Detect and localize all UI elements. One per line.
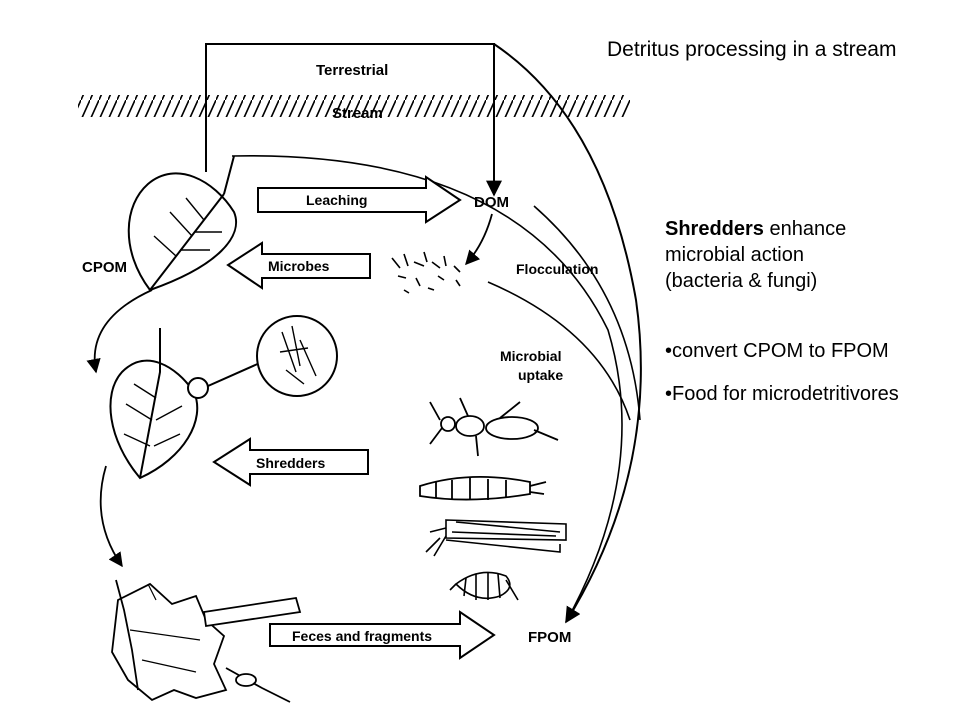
cpom-to-leaf2-arrow [86, 289, 153, 374]
leaf-icon [127, 155, 237, 292]
terrestrial-input-line [205, 43, 502, 197]
notes-bullet-1: •convert CPOM to FPOM [665, 340, 889, 362]
label-shredders: Shredders [256, 455, 325, 471]
label-stream: Stream [332, 105, 383, 122]
slide-title: Detritus processing in a stream [607, 38, 897, 61]
label-flocculation: Flocculation [516, 261, 598, 277]
label-fpom: FPOM [528, 629, 571, 646]
terrestrial-to-fpom-curve [493, 43, 642, 624]
leaching-arrow [257, 175, 462, 224]
magnifier-circle-icon [207, 315, 338, 397]
label-dom: DOM [474, 194, 509, 211]
notes-bullet-2: •Food for microdetritivores [665, 383, 899, 405]
notes-bold-term: Shredders [665, 218, 764, 240]
notes-line-2: microbial action [665, 244, 804, 266]
particles-icon [391, 251, 461, 294]
amphipod-icon [449, 571, 519, 601]
label-microbes: Microbes [268, 258, 330, 274]
leaf-icon [109, 328, 209, 480]
label-leaching: Leaching [306, 192, 367, 208]
flocculation-curve [533, 205, 641, 421]
label-microbial: Microbial [500, 348, 561, 364]
larva-icon [419, 475, 547, 501]
label-feces-fragments: Feces and fragments [292, 628, 432, 644]
caddisfly-icon [425, 519, 567, 557]
notes-spacer [665, 294, 899, 334]
label-uptake: uptake [518, 367, 563, 383]
notes-block: Shredders enhance microbial action (bact… [665, 216, 899, 407]
notes-line-3: (bacteria & fungi) [665, 270, 818, 292]
notes-line-1: Shredders enhance [665, 216, 899, 242]
fragments-icon [111, 579, 302, 703]
leaf-to-fpom-curve [231, 155, 623, 623]
shredders-arrow [212, 437, 369, 487]
ground-hatch [78, 95, 630, 117]
label-cpom: CPOM [82, 259, 127, 276]
dom-to-particles-arrow [465, 213, 493, 266]
notes-line-1-rest: enhance [763, 218, 847, 240]
feces-arrow [269, 610, 496, 660]
label-terrestrial: Terrestrial [316, 62, 388, 79]
insect-icon [429, 397, 559, 457]
microbes-arrow [226, 241, 371, 290]
microbial-uptake-curve [487, 281, 631, 421]
leaf2-to-fragments-arrow [99, 465, 123, 568]
